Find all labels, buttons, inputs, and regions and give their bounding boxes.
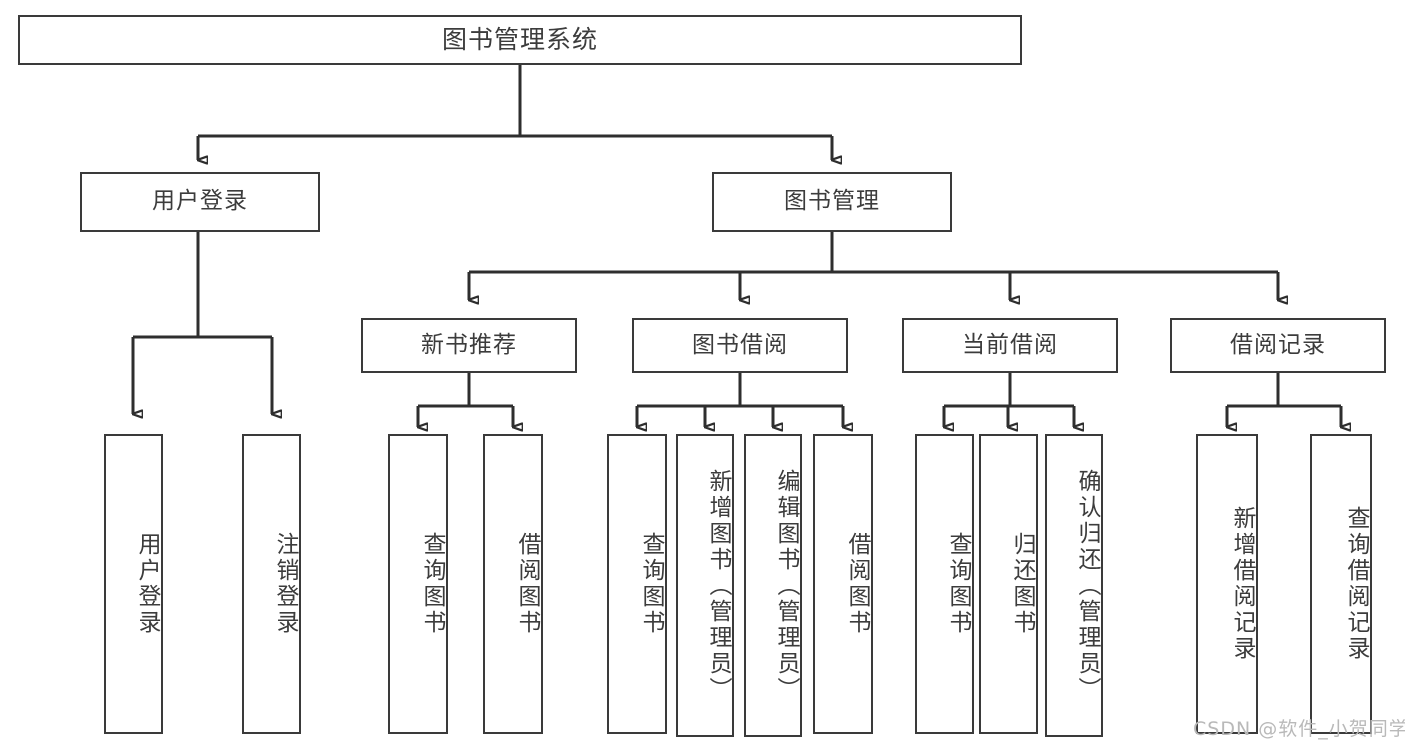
leaf-add-borrow-record[interactable]: 新增借阅记录 — [1196, 434, 1258, 734]
leaf-logout-login[interactable]: 注销登录 — [242, 434, 301, 734]
node-user-login-label: 用户登录 — [152, 188, 248, 215]
node-current-borrow[interactable]: 当前借阅 — [902, 318, 1118, 373]
leaf-return-book-label: 归还图书 — [1009, 532, 1035, 636]
leaf-query-book-3[interactable]: 查询图书 — [915, 434, 974, 734]
leaf-confirm-return-admin-label: 确认归还（管理员） — [1074, 468, 1100, 703]
node-new-book-recommend[interactable]: 新书推荐 — [361, 318, 577, 373]
leaf-user-login-label: 用户登录 — [134, 532, 160, 636]
leaf-query-book-2-label: 查询图书 — [638, 532, 664, 636]
node-book-manage[interactable]: 图书管理 — [712, 172, 952, 232]
leaf-borrow-book-1-label: 借阅图书 — [514, 532, 540, 636]
node-book-borrow-label: 图书借阅 — [692, 331, 788, 358]
leaf-borrow-book-2[interactable]: 借阅图书 — [813, 434, 873, 734]
node-new-book-recommend-label: 新书推荐 — [421, 331, 517, 358]
leaf-confirm-return-admin[interactable]: 确认归还（管理员） — [1045, 434, 1103, 737]
node-borrow-record-label: 借阅记录 — [1230, 331, 1326, 358]
leaf-query-book-1[interactable]: 查询图书 — [388, 434, 448, 734]
node-book-borrow[interactable]: 图书借阅 — [632, 318, 848, 373]
leaf-borrow-book-2-label: 借阅图书 — [844, 532, 870, 636]
node-current-borrow-label: 当前借阅 — [962, 331, 1058, 358]
leaf-add-borrow-record-label: 新增借阅记录 — [1229, 506, 1255, 662]
node-book-manage-label: 图书管理 — [784, 188, 880, 215]
leaf-query-book-1-label: 查询图书 — [419, 532, 445, 636]
leaf-return-book[interactable]: 归还图书 — [979, 434, 1038, 734]
leaf-edit-book-admin-label: 编辑图书（管理员） — [773, 468, 799, 703]
leaf-add-book-admin[interactable]: 新增图书（管理员） — [676, 434, 734, 737]
node-borrow-record[interactable]: 借阅记录 — [1170, 318, 1386, 373]
leaf-add-book-admin-label: 新增图书（管理员） — [705, 468, 731, 703]
leaf-query-borrow-record-label: 查询借阅记录 — [1343, 506, 1369, 662]
leaf-logout-login-label: 注销登录 — [272, 532, 298, 636]
leaf-query-borrow-record[interactable]: 查询借阅记录 — [1310, 434, 1372, 734]
leaf-borrow-book-1[interactable]: 借阅图书 — [483, 434, 543, 734]
leaf-user-login[interactable]: 用户登录 — [104, 434, 163, 734]
leaf-edit-book-admin[interactable]: 编辑图书（管理员） — [744, 434, 802, 737]
node-root[interactable]: 图书管理系统 — [18, 15, 1022, 65]
node-user-login[interactable]: 用户登录 — [80, 172, 320, 232]
node-root-label: 图书管理系统 — [441, 25, 598, 55]
leaf-query-book-3-label: 查询图书 — [945, 532, 971, 636]
leaf-query-book-2[interactable]: 查询图书 — [607, 434, 667, 734]
